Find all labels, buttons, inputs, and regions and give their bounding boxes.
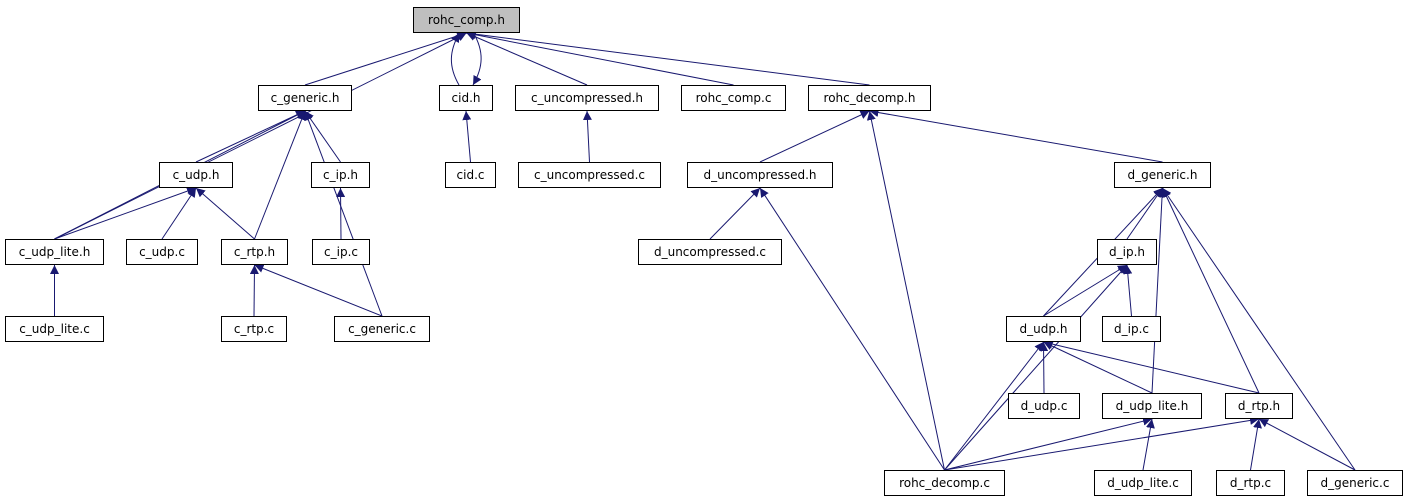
node-rohc-comp-c[interactable]: rohc_comp.c — [681, 85, 786, 111]
node-d-ip-h[interactable]: d_ip.h — [1097, 239, 1157, 265]
edge-d_rtp_h-to-d_generic_h — [1162, 187, 1260, 394]
edge-c_generic_c-to-c_generic_h — [303, 110, 383, 317]
edge-c_udp_lite_h-to-c_udp_h — [54, 186, 197, 240]
node-d-generic-c[interactable]: d_generic.c — [1307, 470, 1403, 496]
edge-d_udp_lite_h-to-d_generic_h — [1151, 187, 1167, 394]
node-d-uncompressed-c[interactable]: d_uncompressed.c — [638, 239, 782, 265]
node-c-rtp-c[interactable]: c_rtp.c — [221, 316, 287, 342]
node-d-udp-c[interactable]: d_udp.c — [1008, 393, 1080, 419]
node-rohc-decomp-c[interactable]: rohc_decomp.c — [884, 470, 1005, 496]
edge-d_rtp_h-to-d_udp_h — [1043, 339, 1260, 394]
node-d-rtp-c[interactable]: d_rtp.c — [1216, 470, 1285, 496]
edge-d_ip_h-to-d_generic_h — [1126, 187, 1163, 240]
node-c-uncompressed-c[interactable]: c_uncompressed.c — [518, 162, 661, 188]
edge-rohc_decomp_h-to-rohc_comp_h — [466, 29, 870, 86]
edge-c_udp_c-to-c_udp_h — [161, 187, 197, 240]
node-cid-c[interactable]: cid.c — [445, 162, 496, 188]
edge-d_ip_c-to-d_ip_h — [1123, 264, 1133, 317]
edge-c_ip_h-to-c_generic_h — [304, 110, 341, 163]
edge-d_udp_h-to-d_ip_h — [1043, 264, 1128, 317]
node-d-udp-h[interactable]: d_udp.h — [1006, 316, 1081, 342]
edge-rohc_decomp_c-to-d_uncompressed_h — [759, 187, 945, 471]
edge-d_rtp_c-to-d_rtp_h — [1250, 418, 1262, 471]
node-c-ip-c[interactable]: c_ip.c — [312, 239, 370, 265]
edge-d_udp_lite_h-to-d_udp_h — [1043, 341, 1153, 394]
node-cid-h[interactable]: cid.h — [439, 85, 493, 111]
edge-d_generic_h-to-rohc_decomp_h — [869, 108, 1163, 163]
node-c-uncompressed-h[interactable]: c_uncompressed.h — [515, 85, 659, 111]
edge-rohc_comp_c-to-rohc_comp_h — [466, 30, 734, 86]
edge-c_generic_h-to-rohc_comp_h — [304, 31, 467, 86]
node-c-udp-h[interactable]: c_udp.h — [159, 162, 233, 188]
edge-cid_h-to-rohc_comp_h — [450, 32, 460, 86]
edge-rohc_decomp_c-to-rohc_decomp_h — [866, 110, 945, 471]
edge-c_uncompressed_c-to-c_uncompressed_h — [582, 110, 592, 163]
node-d-udp-lite-h[interactable]: d_udp_lite.h — [1102, 393, 1202, 419]
edge-c_rtp_c-to-c_rtp_h — [249, 264, 259, 317]
edge-rohc_comp_h-to-cid_h — [472, 32, 482, 86]
edge-c_ip_c-to-c_ip_h — [336, 187, 346, 240]
edge-d_uncompressed_h-to-rohc_decomp_h — [759, 110, 870, 163]
node-rohc-decomp-h[interactable]: rohc_decomp.h — [808, 85, 931, 111]
node-c-rtp-h[interactable]: c_rtp.h — [221, 239, 288, 265]
node-c-generic-c[interactable]: c_generic.c — [334, 316, 430, 342]
edge-cid_c-to-cid_h — [462, 110, 472, 163]
node-d-udp-lite-c[interactable]: d_udp_lite.c — [1094, 470, 1192, 496]
node-c-udp-c[interactable]: c_udp.c — [126, 239, 198, 265]
node-d-uncompressed-h[interactable]: d_uncompressed.h — [687, 162, 833, 188]
edge-rohc_decomp_c-to-d_udp_h — [944, 341, 1044, 471]
edge-d_udp_c-to-d_udp_h — [1039, 341, 1049, 394]
node-d-generic-h[interactable]: d_generic.h — [1114, 162, 1211, 188]
edge-d_udp_lite_c-to-d_udp_lite_h — [1142, 418, 1155, 471]
edge-d_uncompressed_c-to-d_uncompressed_h — [709, 187, 761, 240]
node-d-ip-c[interactable]: d_ip.c — [1102, 316, 1161, 342]
edge-c_generic_c-to-c_rtp_h — [254, 264, 383, 317]
edge-rohc_decomp_c-to-d_rtp_h — [944, 415, 1260, 471]
edge-rohc_decomp_c-to-d_udp_lite_h — [944, 416, 1153, 471]
edge-c_uncompressed_h-to-rohc_comp_h — [466, 32, 588, 86]
node-c-ip-h[interactable]: c_ip.h — [311, 162, 370, 188]
edge-c_rtp_h-to-c_udp_h — [195, 187, 255, 240]
node-c-udp-lite-h[interactable]: c_udp_lite.h — [5, 239, 104, 265]
edge-c_udp_lite_h-to-rohc_comp_h — [54, 32, 467, 240]
edge-c_udp_h-to-c_generic_h — [195, 110, 306, 163]
node-d-rtp-h[interactable]: d_rtp.h — [1225, 393, 1293, 419]
edge-c_rtp_h-to-c_generic_h — [254, 110, 306, 240]
node-rohc-comp-h: rohc_comp.h — [413, 7, 520, 33]
node-c-udp-lite-c[interactable]: c_udp_lite.c — [5, 316, 104, 342]
edge-rohc_decomp_c-to-d_ip_h — [944, 264, 1128, 471]
edge-d_generic_c-to-d_generic_h — [1162, 187, 1356, 471]
node-c-generic-h[interactable]: c_generic.h — [258, 85, 352, 111]
edge-d_generic_c-to-d_rtp_h — [1258, 418, 1356, 471]
